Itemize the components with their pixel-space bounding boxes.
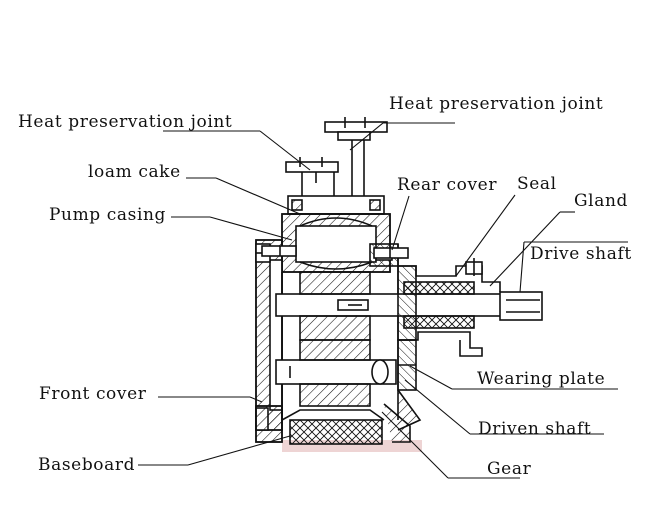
label-heat-preservation-joint-left: Heat preservation joint — [18, 112, 233, 132]
label-rear-cover: Rear cover — [397, 175, 498, 195]
label-drive-shaft: Drive shaft — [530, 244, 632, 264]
label-baseboard: Baseboard — [38, 455, 136, 475]
label-gear: Gear — [487, 459, 532, 479]
heat-joint-lower — [285, 157, 339, 200]
label-driven-shaft: Driven shaft — [478, 419, 592, 439]
gear-upper — [299, 271, 371, 341]
label-pump-casing: Pump casing — [49, 205, 167, 225]
leader-lines — [138, 122, 628, 479]
label-loam-cake: loam cake — [88, 162, 181, 182]
pump-casing — [281, 213, 391, 273]
label-seal: Seal — [517, 174, 557, 194]
label-front-cover: Front cover — [39, 384, 147, 404]
drive-shaft — [275, 291, 543, 321]
label-heat-preservation-joint-top: Heat preservation joint — [389, 94, 604, 114]
label-wearing-plate: Wearing plate — [477, 369, 606, 389]
label-gland: Gland — [574, 191, 628, 211]
loam-cake — [287, 195, 385, 215]
casing-bolts — [261, 245, 409, 259]
seal-packing — [403, 281, 475, 329]
heat-joint-upper — [324, 117, 388, 200]
baseboard — [255, 403, 411, 445]
wearing-plate — [397, 339, 422, 431]
driven-shaft — [275, 339, 397, 407]
